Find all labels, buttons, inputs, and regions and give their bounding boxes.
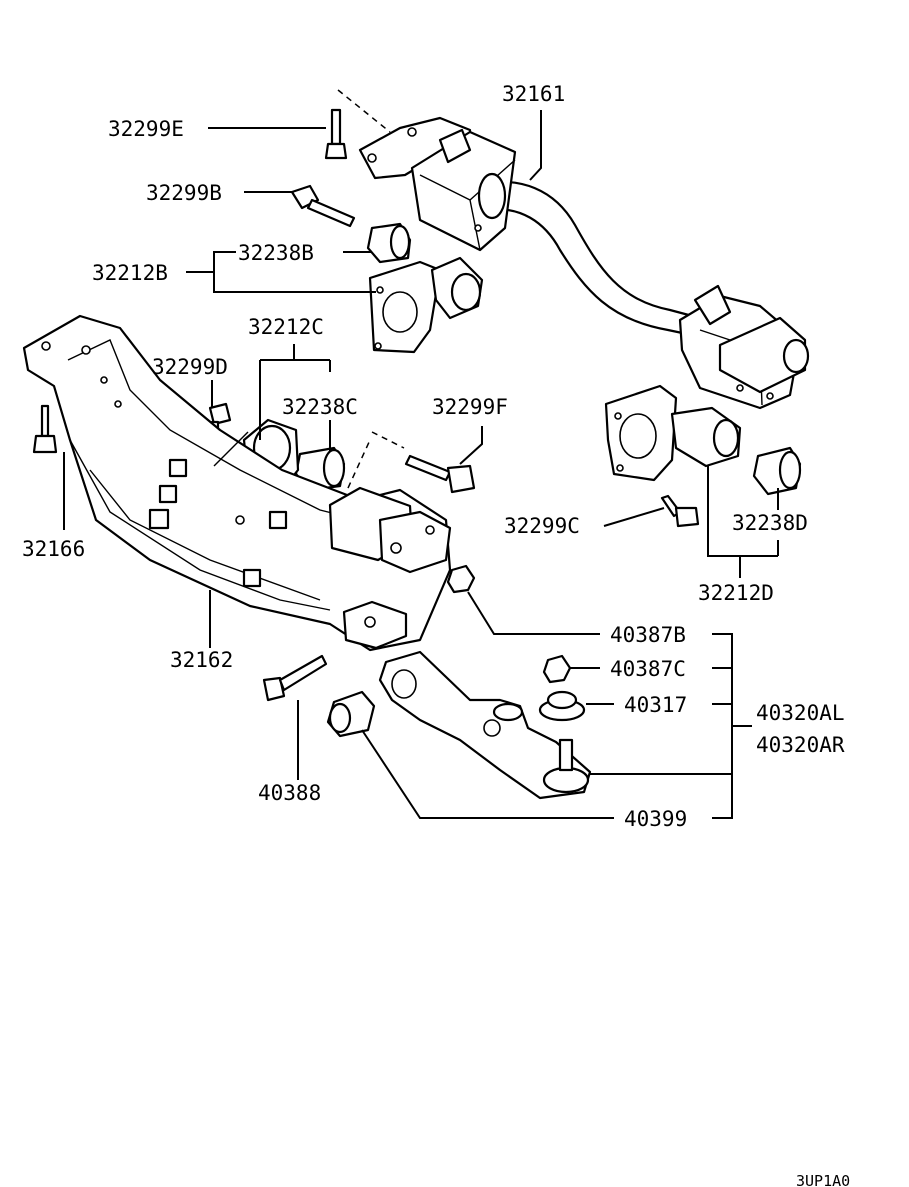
label-32299e: 32299E — [108, 117, 184, 141]
label-32238c: 32238C — [282, 395, 358, 419]
label-32299b: 32299B — [146, 181, 222, 205]
bushing-32238d — [752, 446, 802, 496]
label-40388: 40388 — [258, 781, 321, 805]
bushing-40399 — [326, 690, 376, 738]
leader-lines — [63, 110, 779, 819]
bushing-40317 — [538, 690, 586, 722]
bracket-32212b — [368, 256, 484, 354]
label-32299d: 32299D — [152, 355, 228, 379]
bolt-40388 — [262, 654, 328, 702]
bolt-32299f — [404, 454, 476, 494]
label-32299f: 32299F — [432, 395, 508, 419]
label-32212d: 32212D — [698, 581, 774, 605]
bolt-32299e — [324, 108, 348, 160]
diagram-code: 3UP1A0 — [796, 1172, 850, 1187]
bracket-32212d — [604, 384, 742, 482]
label-40399: 40399 — [624, 807, 687, 831]
bolt-32299c — [660, 494, 700, 528]
bushing-32238b — [366, 222, 412, 264]
label-32238b: 32238B — [238, 241, 314, 265]
lower-arm — [378, 650, 592, 800]
label-40320ar: 40320AR — [756, 733, 845, 757]
label-40387b: 40387B — [610, 623, 686, 647]
label-40387c: 40387C — [610, 657, 686, 681]
label-32299c: 32299C — [504, 514, 580, 538]
nut-40387b — [446, 564, 476, 594]
label-32162: 32162 — [170, 648, 233, 672]
nut-40387c — [542, 654, 572, 684]
label-32166: 32166 — [22, 537, 85, 561]
label-32212c: 32212C — [248, 315, 324, 339]
bolt-32166 — [32, 404, 58, 454]
label-40320al: 40320AL — [756, 701, 845, 725]
label-40317: 40317 — [624, 693, 687, 717]
label-32161: 32161 — [502, 82, 565, 106]
bolt-32299b — [290, 184, 356, 228]
label-32212b: 32212B — [92, 261, 168, 285]
stabilizer-bar — [337, 89, 810, 410]
crossmember — [22, 314, 452, 652]
label-32238d: 32238D — [732, 511, 808, 535]
